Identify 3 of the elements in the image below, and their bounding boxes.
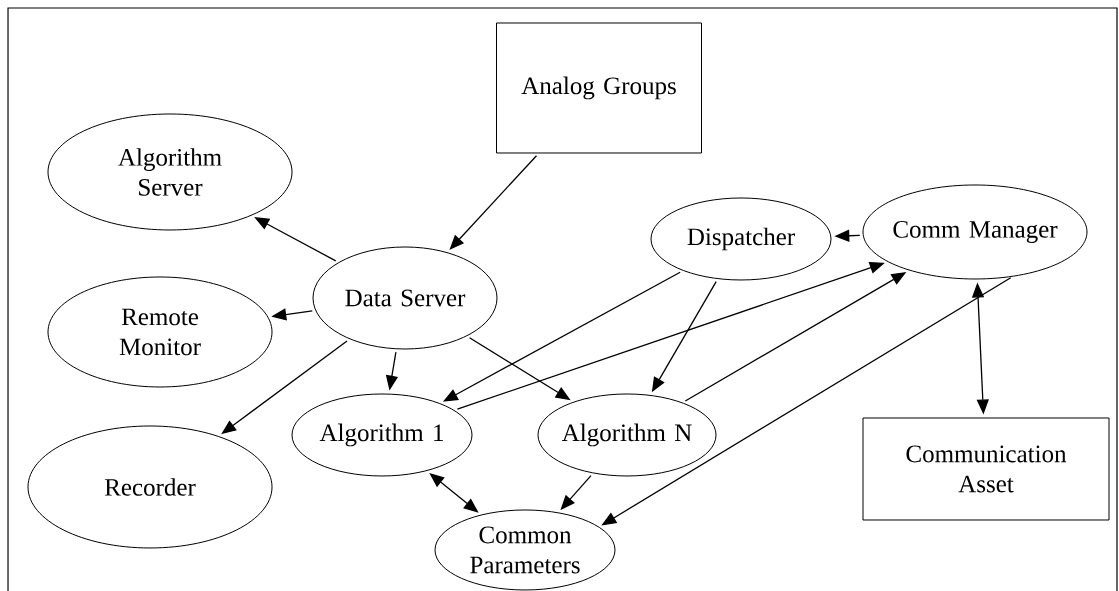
arrow <box>449 155 538 250</box>
process-box: Communication Asset <box>862 417 1110 521</box>
process-box: Analog Groups <box>496 22 702 154</box>
